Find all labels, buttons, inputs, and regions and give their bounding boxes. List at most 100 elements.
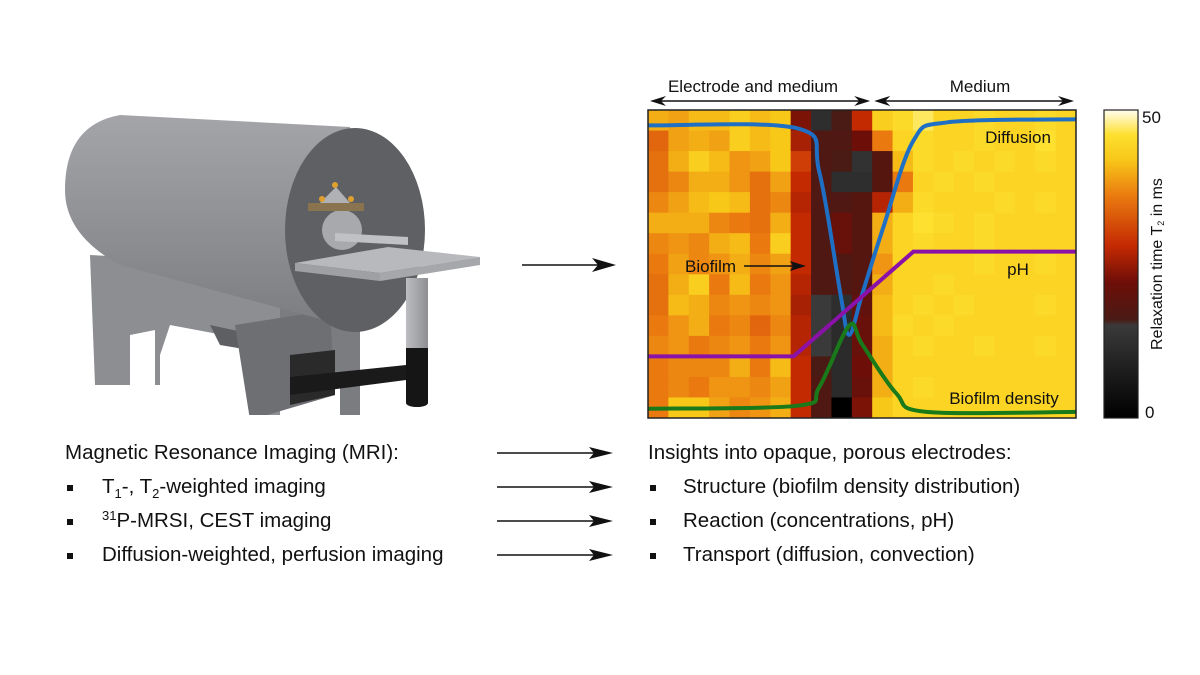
heatmap-cell — [912, 151, 934, 173]
heatmap-cell — [709, 130, 731, 152]
list-item-text: T1-, T2-weighted imaging — [102, 475, 326, 501]
heatmap-cell — [933, 294, 955, 316]
heatmap-cell — [709, 294, 731, 316]
heatmap-cell — [688, 192, 710, 214]
profile-biofilm-density — [647, 321, 1077, 416]
heatmap-cell — [688, 376, 710, 398]
heatmap-cell — [953, 376, 975, 398]
heatmap-cell — [1035, 151, 1057, 173]
list-item: Structure (biofilm density distribution) — [648, 470, 1118, 504]
heatmap-cell — [668, 151, 690, 173]
heatmap-cell — [811, 335, 832, 357]
patient-table — [290, 247, 480, 407]
annotation-ph: pH — [1007, 260, 1029, 279]
heatmap-cell — [933, 130, 955, 152]
heatmap-cell — [668, 130, 690, 152]
heatmap-cell — [749, 335, 771, 357]
heatmap-cell — [688, 356, 710, 378]
heatmap-cell — [953, 315, 975, 337]
heatmap-cell — [749, 212, 771, 234]
heatmap-cell — [749, 171, 771, 193]
heatmap-cell — [1014, 151, 1036, 173]
heatmap-cell — [872, 315, 894, 337]
heatmap-cell — [648, 151, 669, 173]
heatmap-cell — [912, 397, 934, 419]
bullet-icon — [650, 485, 656, 491]
heatmap-cell — [1014, 192, 1036, 214]
heatmap-cell — [974, 294, 995, 316]
heatmap-cell — [729, 376, 751, 398]
heatmap-cell — [668, 253, 690, 275]
heatmap-cell — [688, 253, 710, 275]
heatmap-cell — [953, 335, 975, 357]
heatmap-cell — [688, 274, 710, 296]
heatmap-cell — [648, 356, 669, 378]
heatmap-cell — [668, 335, 690, 357]
heatmap-cell — [953, 253, 975, 275]
sample-holder — [308, 203, 364, 211]
heatmap-cell — [953, 356, 975, 378]
heatmap-cell — [770, 233, 792, 255]
heatmap-cell — [1055, 315, 1077, 337]
heatmap-cell — [831, 110, 853, 132]
heatmap-cell — [912, 253, 934, 275]
heatmap-cell — [1035, 274, 1057, 296]
heatmap-cell — [872, 130, 894, 152]
heatmap-cell — [953, 192, 975, 214]
insights-title: Insights into opaque, porous electrodes: — [648, 441, 1012, 464]
heatmap-cell — [933, 274, 955, 296]
heatmap-cell — [994, 192, 1016, 214]
heatmap-cell — [648, 294, 669, 316]
heatmap-cell — [933, 253, 955, 275]
heatmap-cell — [648, 192, 669, 214]
heatmap-cell — [729, 233, 751, 255]
heatmap-cell — [912, 376, 934, 398]
heatmap-cell — [974, 233, 995, 255]
heatmap-cell — [851, 110, 873, 132]
heatmap-cell — [1014, 335, 1036, 357]
heatmap-cell — [1035, 356, 1057, 378]
heatmap-cell — [872, 171, 894, 193]
heatmap-cell — [831, 356, 853, 378]
heatmap-cell — [1055, 151, 1077, 173]
heatmap-cell — [770, 274, 792, 296]
region-label-medium: Medium — [950, 77, 1010, 96]
heatmap-cell — [1014, 130, 1036, 152]
heatmap-cell — [729, 315, 751, 337]
heatmap-cell — [831, 130, 853, 152]
heatmap-cell — [729, 110, 751, 132]
heatmap-cell — [994, 274, 1016, 296]
heatmap-cell — [790, 315, 812, 337]
list-item-text: Reaction (concentrations, pH) — [683, 509, 955, 532]
heatmap-cell — [974, 253, 995, 275]
heatmap-cell — [1035, 335, 1057, 357]
heatmap-cell — [1055, 171, 1077, 193]
heatmap-cell — [851, 356, 873, 378]
heatmap-cell — [668, 274, 690, 296]
heatmap-cell — [974, 130, 995, 152]
heatmap-cell — [933, 335, 955, 357]
heatmap-cell — [994, 151, 1016, 173]
heatmap-cell — [912, 192, 934, 214]
caption-arrow — [497, 447, 613, 459]
heatmap-cell — [709, 192, 731, 214]
heatmap-cell — [872, 294, 894, 316]
heatmap-cell — [994, 212, 1016, 234]
heatmap-cells — [648, 110, 1077, 419]
heatmap-cell — [688, 130, 710, 152]
heatmap-cell — [994, 171, 1016, 193]
heatmap-cell — [933, 151, 955, 173]
heatmap-cell — [790, 171, 812, 193]
heatmap-cell — [831, 397, 853, 419]
colorbar-label: Relaxation time T2 in ms — [1149, 178, 1166, 350]
heatmap-cell — [648, 274, 669, 296]
heatmap-cell — [648, 130, 669, 152]
heatmap-cell — [770, 335, 792, 357]
heatmap-cell — [1035, 294, 1057, 316]
profile-curves — [647, 117, 1077, 416]
heatmap-cell — [912, 294, 934, 316]
heatmap-cell — [933, 192, 955, 214]
heatmap-cell — [811, 253, 832, 275]
mri-title-row: Magnetic Resonance Imaging (MRI): — [65, 436, 515, 470]
heatmap-cell — [1055, 274, 1077, 296]
